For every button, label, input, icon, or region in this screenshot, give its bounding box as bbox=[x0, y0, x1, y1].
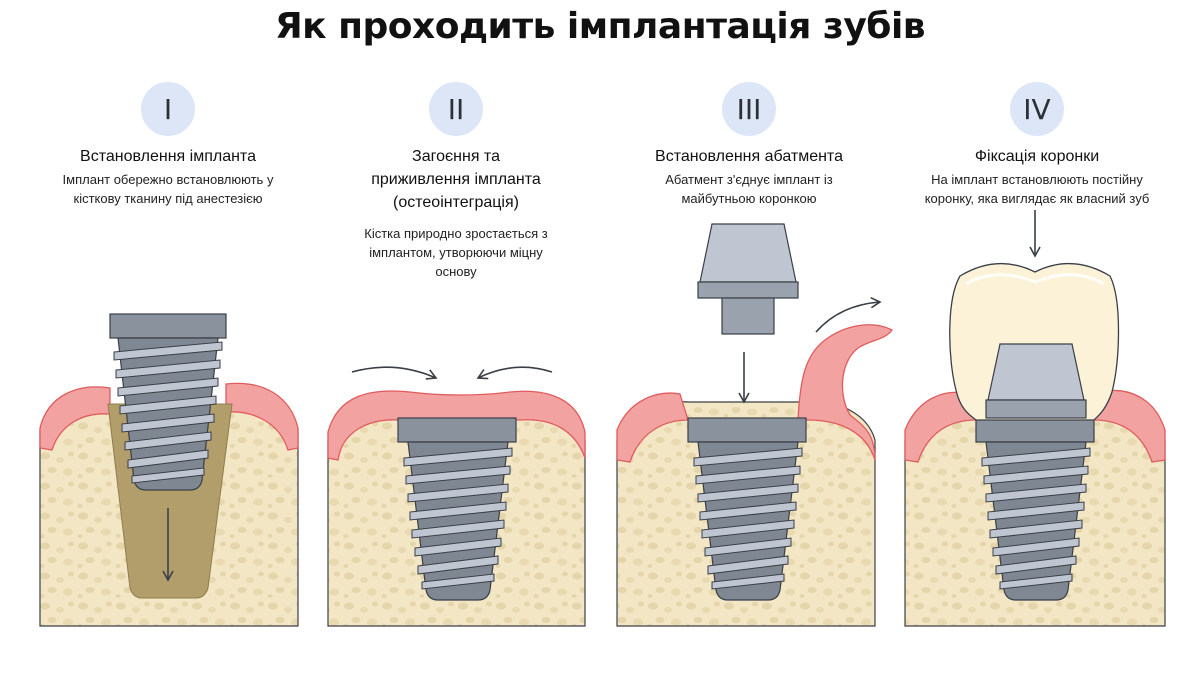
step-2-description-line: імплантом, утворюючи міцну bbox=[369, 245, 543, 260]
panel-3-gum-flap bbox=[797, 324, 893, 461]
step-2-description-line: Кістка природно зростається з bbox=[364, 226, 548, 241]
step-3-description-line: майбутньою коронкою bbox=[681, 191, 817, 206]
panel-2-right-arrow bbox=[476, 366, 553, 380]
step-2-heading-line: (остеоінтеграція) bbox=[393, 194, 519, 211]
step-2-heading: Загоєння та приживлення імпланта (остеоі… bbox=[311, 145, 601, 214]
page-title: Як проходить імплантація зубів bbox=[274, 6, 926, 47]
step-1-description: Імплант обережно встановлюють у кісткову… bbox=[23, 170, 313, 208]
step-1-badge: I bbox=[141, 82, 195, 136]
panel-3-curved-arrow bbox=[815, 296, 882, 333]
step-4-badge: IV bbox=[1010, 82, 1064, 136]
step-4-description-line: На імплант встановлюють постійну bbox=[931, 172, 1143, 187]
panel-1-implant bbox=[109, 313, 227, 491]
step-2-heading-line: приживлення імпланта bbox=[371, 171, 541, 188]
step-2-description: Кістка природно зростається з імплантом,… bbox=[311, 224, 601, 281]
step-1-heading: Встановлення імпланта bbox=[80, 148, 256, 165]
panel-2-implant bbox=[397, 417, 517, 601]
step-4-heading: Фіксація коронки bbox=[974, 148, 1100, 165]
step-3-badge: III bbox=[722, 82, 776, 136]
step-3-heading: Встановлення абатмента bbox=[655, 148, 843, 165]
step-2-description-line: основу bbox=[435, 264, 477, 279]
step-4-description-line: коронку, яка виглядає як власний зуб bbox=[924, 191, 1150, 206]
step-2-badge: II bbox=[429, 82, 483, 136]
panel-4 bbox=[904, 210, 1166, 627]
panel-1 bbox=[39, 313, 299, 627]
step-1-description-line: кісткову тканину під анестезією bbox=[73, 191, 263, 206]
step-1-description-line: Імплант обережно встановлюють у bbox=[62, 172, 274, 187]
step-4-text: IV Фіксація коронки На імплант встановлю… bbox=[892, 82, 1182, 208]
panel-3-implant bbox=[687, 417, 807, 601]
panel-2-left-arrow bbox=[351, 366, 438, 380]
panel-3 bbox=[616, 223, 893, 627]
step-1-text: I Встановлення імпланта Імплант обережно… bbox=[23, 82, 313, 208]
step-2-heading-line: Загоєння та bbox=[412, 148, 500, 165]
step-3-description-line: Абатмент з'єднує імплант із bbox=[665, 172, 833, 187]
step-2-text: II Загоєння та приживлення імпланта (ост… bbox=[311, 82, 601, 281]
step-4-description: На імплант встановлюють постійну коронку… bbox=[892, 170, 1182, 208]
panel-2 bbox=[327, 366, 586, 627]
step-3-text: III Встановлення абатмента Абатмент з'єд… bbox=[604, 82, 894, 208]
panel-4-implant bbox=[975, 417, 1095, 601]
panel-3-gum-left bbox=[616, 392, 689, 463]
panel-1-gum bbox=[39, 382, 299, 451]
step-3-description: Абатмент з'єднує імплант із майбутньою к… bbox=[604, 170, 894, 208]
panel-2-gum bbox=[327, 390, 586, 461]
panel-3-abutment bbox=[697, 223, 799, 335]
panel-4-abutment bbox=[985, 343, 1087, 419]
